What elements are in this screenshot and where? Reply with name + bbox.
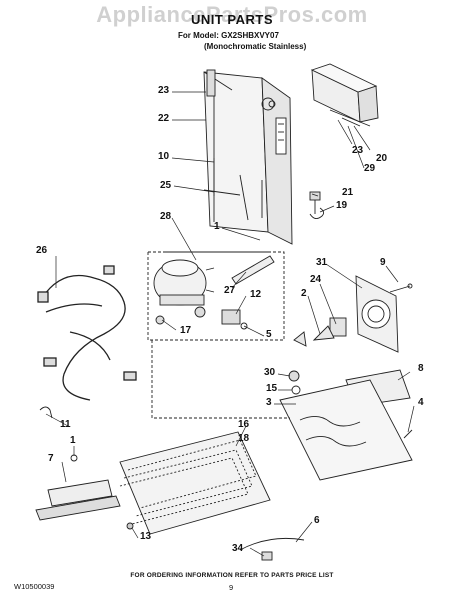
callout-10: 10 <box>158 151 170 162</box>
callout-8: 8 <box>418 363 424 374</box>
screw-13 <box>126 522 134 530</box>
screw <box>389 283 413 293</box>
callout-20: 20 <box>376 153 388 164</box>
callout-25: 25 <box>160 180 172 191</box>
callout-7: 7 <box>48 453 54 464</box>
machine-base-pan <box>279 379 413 481</box>
callout-13: 13 <box>140 531 152 542</box>
leader-lines <box>45 91 415 557</box>
callout-19: 19 <box>336 200 348 211</box>
wire-harness <box>37 265 137 401</box>
callout-15: 15 <box>266 383 278 394</box>
power-cord <box>239 537 305 561</box>
callout-21: 21 <box>342 187 354 198</box>
callout-27: 27 <box>224 285 236 296</box>
callout-23-right: 23 <box>352 145 364 156</box>
clip <box>39 406 53 419</box>
watermark: AppliancePartsPros.com <box>96 2 368 27</box>
callout-30: 30 <box>264 367 276 378</box>
grommet <box>288 370 301 395</box>
callout-28: 28 <box>160 211 172 222</box>
callout-4: 4 <box>418 397 424 408</box>
drier-tube <box>231 255 275 285</box>
callout-6: 6 <box>314 515 320 526</box>
duct-cover <box>310 63 379 127</box>
callout-29: 29 <box>364 163 376 174</box>
callout-1-lower: 1 <box>70 435 76 446</box>
model-variant: (Monochromatic Stainless) <box>204 42 307 51</box>
callout-12: 12 <box>250 289 262 300</box>
callout-11: 11 <box>60 419 71 430</box>
callout-2: 2 <box>301 288 307 299</box>
callout-22: 22 <box>158 113 170 124</box>
callout-34: 34 <box>232 543 244 554</box>
evaporator-cover-panel <box>203 69 293 245</box>
callout-9: 9 <box>380 257 386 268</box>
callout-17: 17 <box>180 325 192 336</box>
compressor-assembly-box <box>147 251 285 341</box>
heater-bracket <box>35 454 121 521</box>
page-number: 9 <box>229 583 234 592</box>
thermistor <box>309 191 325 219</box>
condenser-fan-assembly <box>293 275 399 353</box>
model-number: For Model: GX2SHBXVY07 <box>178 31 279 40</box>
callout-23: 23 <box>158 85 170 96</box>
callout-3: 3 <box>266 397 272 408</box>
callout-5: 5 <box>266 329 272 340</box>
base-outline <box>151 340 290 419</box>
callout-24: 24 <box>310 274 322 285</box>
callout-18: 18 <box>238 433 250 444</box>
callout-16: 16 <box>238 419 250 430</box>
callout-26: 26 <box>36 245 48 256</box>
document-number: W10500039 <box>14 582 55 591</box>
callout-1: 1 <box>214 221 220 232</box>
start-relay <box>221 309 248 330</box>
page-title: UNIT PARTS <box>190 12 274 27</box>
condenser-coil <box>119 431 271 535</box>
callout-31: 31 <box>316 257 328 268</box>
ordering-notice: FOR ORDERING INFORMATION REFER TO PARTS … <box>130 572 334 579</box>
compressor <box>153 259 215 325</box>
